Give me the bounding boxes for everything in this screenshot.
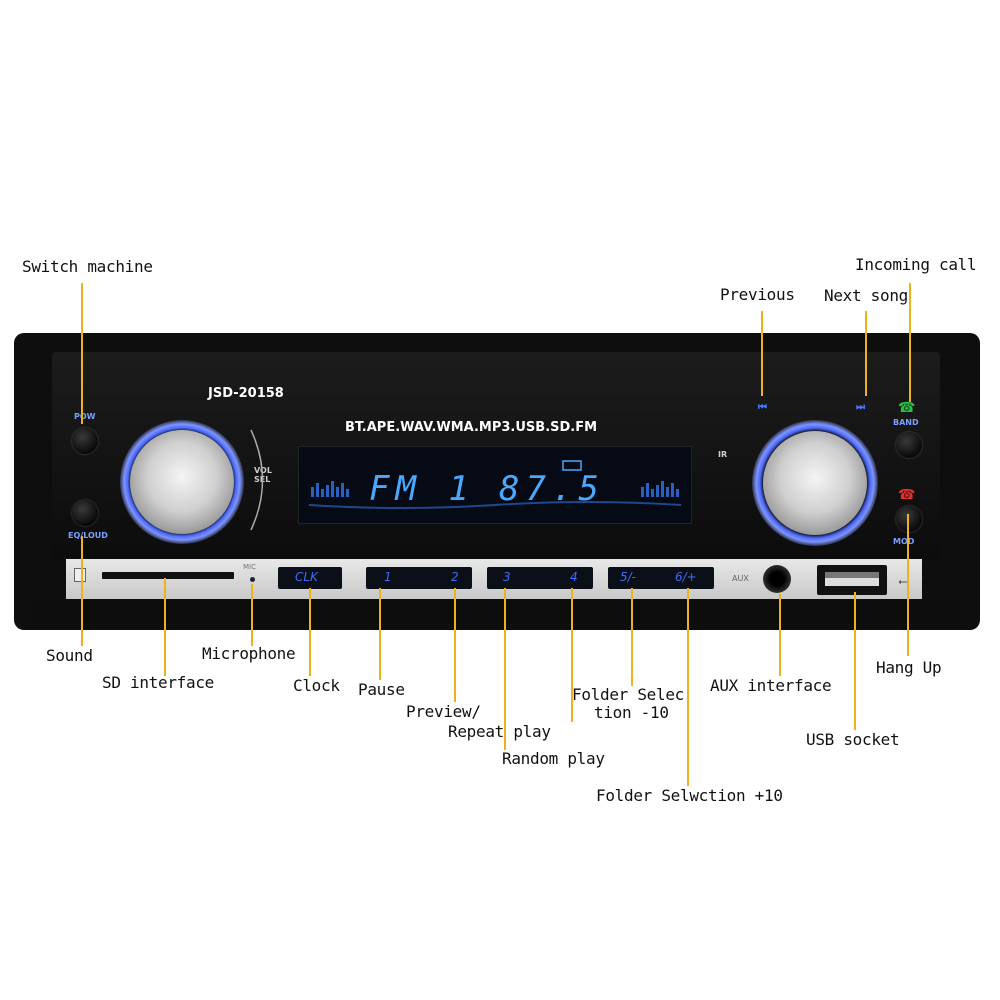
pow-label: POW (74, 412, 96, 421)
callout-folder-minus-line1: Folder Selec (572, 685, 684, 704)
button-5-6[interactable] (608, 567, 714, 589)
mod-button[interactable] (896, 506, 922, 532)
formats-label: BT.APE.WAV.WMA.MP3.USB.SD.FM (345, 420, 598, 435)
eq-loud-button[interactable] (72, 500, 98, 526)
button-4-label: 4 (570, 570, 578, 584)
sd-card-slot[interactable] (102, 572, 234, 579)
callout-microphone: Microphone (202, 644, 296, 663)
button-clk[interactable] (278, 567, 342, 589)
mod-label: MOD (893, 537, 915, 546)
button-clk-label: CLK (295, 570, 318, 584)
right-knob-cap (763, 431, 867, 535)
button-5-label: 5/- (620, 570, 637, 584)
lcd-display: FM 1 87.5 (298, 446, 692, 524)
callout-hang-up: Hang Up (876, 658, 942, 677)
button-3-4[interactable] (487, 567, 593, 589)
display-frequency: 87.5 (499, 469, 605, 509)
aux-label: AUX (732, 574, 749, 583)
previous-symbol[interactable]: ⏮ (758, 402, 767, 413)
callout-clock: Clock (293, 676, 340, 695)
vol-arc (250, 429, 264, 531)
callout-folder-minus-line2: tion -10 (594, 703, 669, 722)
callout-sound: Sound (46, 646, 93, 665)
callout-preview-line1: Preview/ (406, 702, 481, 721)
volume-knob-cap (130, 430, 234, 534)
aux-jack[interactable] (763, 565, 791, 593)
callout-pause: Pause (358, 680, 405, 699)
callout-usb-socket: USB socket (806, 730, 900, 749)
callout-random-play: Random play (502, 749, 605, 768)
callout-previous: Previous (720, 285, 795, 304)
mic-label: MIC (243, 563, 256, 571)
callout-preview-line2: Repeat play (448, 722, 551, 741)
phone-answer-icon: ☎ (898, 400, 916, 416)
button-2-label: 2 (451, 570, 459, 584)
callout-switch-machine: Switch machine (22, 257, 153, 276)
usb-port[interactable] (817, 565, 887, 595)
button-6-label: 6/+ (675, 570, 697, 584)
button-1-label: 1 (384, 570, 392, 584)
band-button[interactable] (896, 432, 922, 458)
button-3-label: 3 (503, 570, 511, 584)
stereo-bottom-lip (30, 599, 960, 623)
ir-label: IR (718, 450, 728, 459)
mic-hole (250, 577, 255, 582)
next-symbol[interactable]: ⏭ (856, 402, 865, 413)
sd-card-icon (74, 568, 86, 582)
usb-symbol-icon: ⭠ (898, 574, 908, 588)
eq-loud-label: EQ/LOUD (68, 531, 108, 540)
phone-hangup-icon: ☎ (898, 487, 916, 503)
pow-button[interactable] (72, 428, 98, 454)
model-label: JSD-20158 (208, 386, 284, 401)
display-band: FM 1 (369, 469, 475, 509)
callout-incoming-call: Incoming call (855, 255, 977, 274)
callout-aux-interface: AUX interface (710, 676, 832, 695)
button-1-2[interactable] (366, 567, 472, 589)
band-label: BAND (893, 418, 919, 427)
callout-sd-interface: SD interface (102, 673, 214, 692)
callout-folder-plus: Folder Selwction +10 (596, 786, 783, 805)
callout-next-song: Next song (824, 286, 908, 305)
